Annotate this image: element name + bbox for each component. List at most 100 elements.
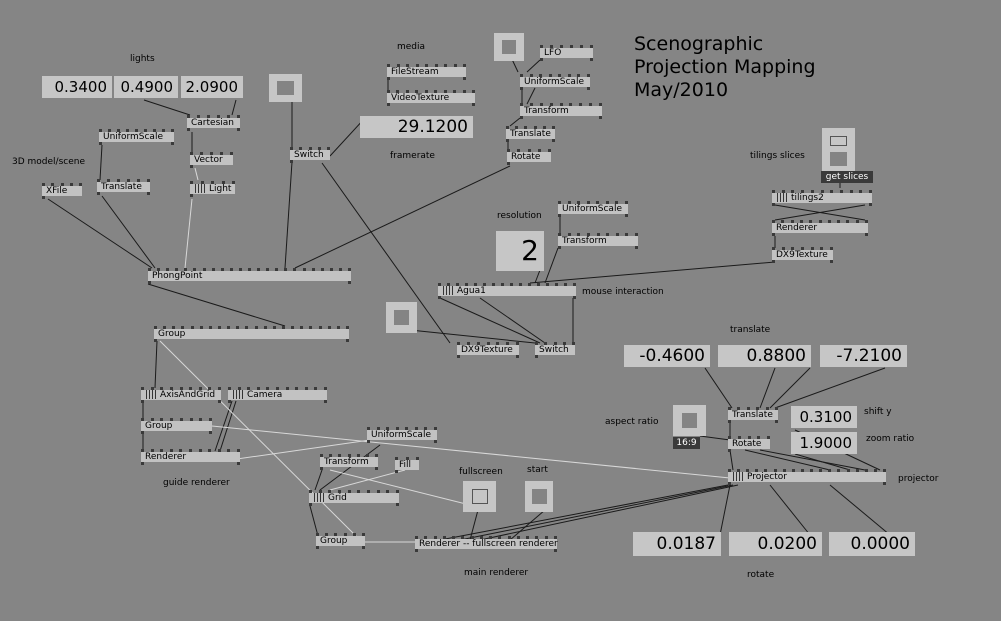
output-pin[interactable] xyxy=(141,431,144,434)
output-pin[interactable] xyxy=(558,214,561,217)
input-pin[interactable] xyxy=(811,247,814,250)
input-pin[interactable] xyxy=(160,387,163,390)
input-pin[interactable] xyxy=(237,115,240,118)
input-pin[interactable] xyxy=(170,418,173,421)
output-pin[interactable] xyxy=(375,467,378,470)
input-pin[interactable] xyxy=(217,115,220,118)
input-pin[interactable] xyxy=(328,326,331,329)
input-pin[interactable] xyxy=(471,536,474,539)
input-pin[interactable] xyxy=(444,64,447,67)
input-pin[interactable] xyxy=(837,220,840,223)
input-pin[interactable] xyxy=(597,233,600,236)
input-pin[interactable] xyxy=(397,64,400,67)
input-pin[interactable] xyxy=(748,436,751,439)
input-pin[interactable] xyxy=(755,469,758,472)
input-pin[interactable] xyxy=(108,129,111,132)
output-pin[interactable] xyxy=(141,400,144,403)
input-pin[interactable] xyxy=(324,387,327,390)
node-uniformscale-mid[interactable]: UniformScale xyxy=(558,201,628,217)
input-pin[interactable] xyxy=(344,533,347,536)
input-pin[interactable] xyxy=(792,469,795,472)
node-phongpoint[interactable]: PhongPoint xyxy=(148,268,351,284)
input-pin[interactable] xyxy=(757,436,760,439)
input-pin[interactable] xyxy=(452,536,455,539)
input-pin[interactable] xyxy=(756,407,759,410)
input-pin[interactable] xyxy=(126,129,129,132)
input-pin[interactable] xyxy=(865,469,868,472)
output-pin[interactable] xyxy=(625,214,628,217)
input-pin[interactable] xyxy=(477,342,480,345)
input-pin[interactable] xyxy=(199,418,202,421)
input-pin[interactable] xyxy=(330,268,333,271)
zoom-iobox[interactable]: 1.9000 xyxy=(791,432,857,454)
input-pin[interactable] xyxy=(314,387,317,390)
node-switch-mid[interactable]: Switch xyxy=(535,342,575,358)
input-pin[interactable] xyxy=(579,103,582,106)
output-pin[interactable] xyxy=(190,194,193,197)
input-pin[interactable] xyxy=(424,536,427,539)
output-pin[interactable] xyxy=(346,339,349,342)
input-pin[interactable] xyxy=(396,90,399,93)
input-pin[interactable] xyxy=(218,326,221,329)
output-pin[interactable] xyxy=(573,296,576,299)
input-pin[interactable] xyxy=(463,90,466,93)
output-pin[interactable] xyxy=(535,355,538,358)
input-pin[interactable] xyxy=(199,449,202,452)
input-pin[interactable] xyxy=(387,90,390,93)
node-projector[interactable]: |||| Projector xyxy=(728,469,886,485)
output-pin[interactable] xyxy=(772,260,775,263)
input-pin[interactable] xyxy=(148,268,151,271)
input-pin[interactable] xyxy=(528,283,531,286)
input-pin[interactable] xyxy=(516,342,519,345)
translate-x-iobox[interactable]: -0.4600 xyxy=(624,345,710,367)
output-pin[interactable] xyxy=(154,339,157,342)
toggle-tilings[interactable] xyxy=(822,128,855,171)
input-pin[interactable] xyxy=(456,283,459,286)
output-pin[interactable] xyxy=(554,549,557,552)
input-pin[interactable] xyxy=(135,129,138,132)
input-pin[interactable] xyxy=(309,147,312,150)
output-pin[interactable] xyxy=(830,260,833,263)
input-pin[interactable] xyxy=(635,233,638,236)
input-pin[interactable] xyxy=(767,436,770,439)
output-pin[interactable] xyxy=(141,462,144,465)
input-pin[interactable] xyxy=(286,387,289,390)
input-pin[interactable] xyxy=(554,342,557,345)
input-pin[interactable] xyxy=(560,103,563,106)
input-pin[interactable] xyxy=(496,342,499,345)
node-grid[interactable]: |||| Grid xyxy=(309,490,399,506)
input-pin[interactable] xyxy=(396,427,399,430)
input-pin[interactable] xyxy=(175,268,178,271)
shift-y-iobox[interactable]: 0.3100 xyxy=(791,406,857,428)
output-pin[interactable] xyxy=(540,58,543,61)
node-fill[interactable]: Fill xyxy=(395,457,419,473)
input-pin[interactable] xyxy=(318,147,321,150)
output-pin[interactable] xyxy=(415,549,418,552)
input-pin[interactable] xyxy=(220,152,223,155)
input-pin[interactable] xyxy=(791,247,794,250)
input-pin[interactable] xyxy=(587,233,590,236)
input-pin[interactable] xyxy=(625,233,628,236)
input-pin[interactable] xyxy=(200,152,203,155)
input-pin[interactable] xyxy=(577,201,580,204)
translate-y-iobox[interactable]: 0.8800 xyxy=(718,345,811,367)
input-pin[interactable] xyxy=(538,149,541,152)
output-pin[interactable] xyxy=(97,192,100,195)
input-pin[interactable] xyxy=(747,407,750,410)
input-pin[interactable] xyxy=(367,490,370,493)
input-pin[interactable] xyxy=(232,181,235,184)
input-pin[interactable] xyxy=(568,233,571,236)
input-pin[interactable] xyxy=(800,220,803,223)
input-pin[interactable] xyxy=(309,326,312,329)
input-pin[interactable] xyxy=(819,469,822,472)
input-pin[interactable] xyxy=(535,536,538,539)
output-pin[interactable] xyxy=(237,462,240,465)
input-pin[interactable] xyxy=(99,129,102,132)
node-transform-low[interactable]: Transform xyxy=(320,454,378,470)
output-pin[interactable] xyxy=(520,116,523,119)
input-pin[interactable] xyxy=(141,449,144,452)
input-pin[interactable] xyxy=(329,454,332,457)
input-pin[interactable] xyxy=(515,126,518,129)
input-pin[interactable] xyxy=(236,326,239,329)
